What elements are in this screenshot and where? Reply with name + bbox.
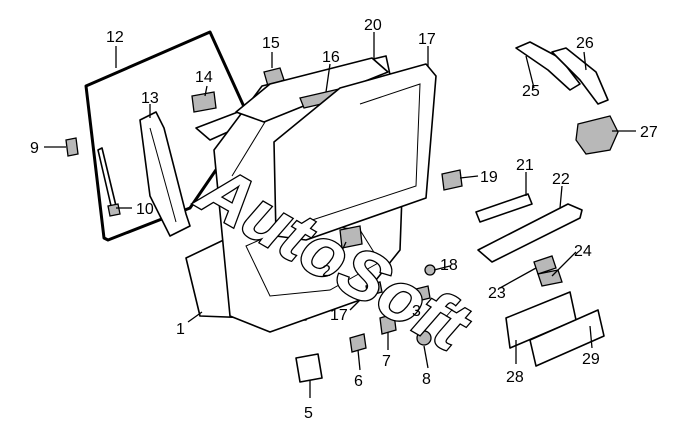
callout-26: 26 [576,35,594,52]
part-10-strut-end [107,203,121,217]
part-21-handle-bracket [475,193,533,223]
part-25-hinge [515,41,581,91]
part-7-bumper [379,313,397,335]
callout-18: 18 [440,257,458,274]
callout-19: 20 [364,17,382,34]
callout-2: 2 [322,263,331,280]
callout-1: 1 [176,321,185,338]
callout-15: 16 [322,49,340,66]
callout-12: 13 [141,90,159,107]
callout-22: 22 [552,171,570,188]
part-13-bracket [191,91,217,113]
part-11-window-seal [84,30,252,242]
part-6-clip [349,333,367,353]
callout-25: 25 [522,83,540,100]
part-20-switch [441,169,463,191]
callout-11: 12 [106,29,124,46]
part-5-module [295,353,323,383]
part-29-plate [529,309,605,367]
callout-29: 29 [582,351,600,368]
callout-21: 21 [516,157,534,174]
part-9-clip [65,137,79,157]
callout-7: 7 [382,353,391,370]
callout-5: 5 [304,405,313,422]
part-22-garnish [477,203,583,263]
part-27-motor [575,115,619,155]
callout-20: 19 [480,169,498,186]
part-19-outer-panel [235,57,389,123]
callout-28: 28 [506,369,524,386]
leader-lines [44,32,636,398]
callout-3: 3 [412,303,421,320]
callout-8: 8 [422,371,431,388]
part-12-pillar-trim [139,111,191,237]
callout-16: 17 [418,31,436,48]
callout-9: 9 [30,140,39,157]
callout-10: 10 [136,201,154,218]
callout-27: 27 [640,124,658,141]
callout-13: 14 [195,69,213,86]
callout-14: 15 [262,35,280,52]
part-24-lamp [537,269,563,287]
part-26-hinge [551,47,609,105]
part-3-fastener [411,285,431,303]
callout-6: 6 [354,373,363,390]
part-23-lamp [533,255,557,275]
callout-24: 24 [574,243,592,260]
callout-23: 23 [488,285,506,302]
part-8-grommet [416,330,432,346]
callout-17: 17 [330,307,348,324]
